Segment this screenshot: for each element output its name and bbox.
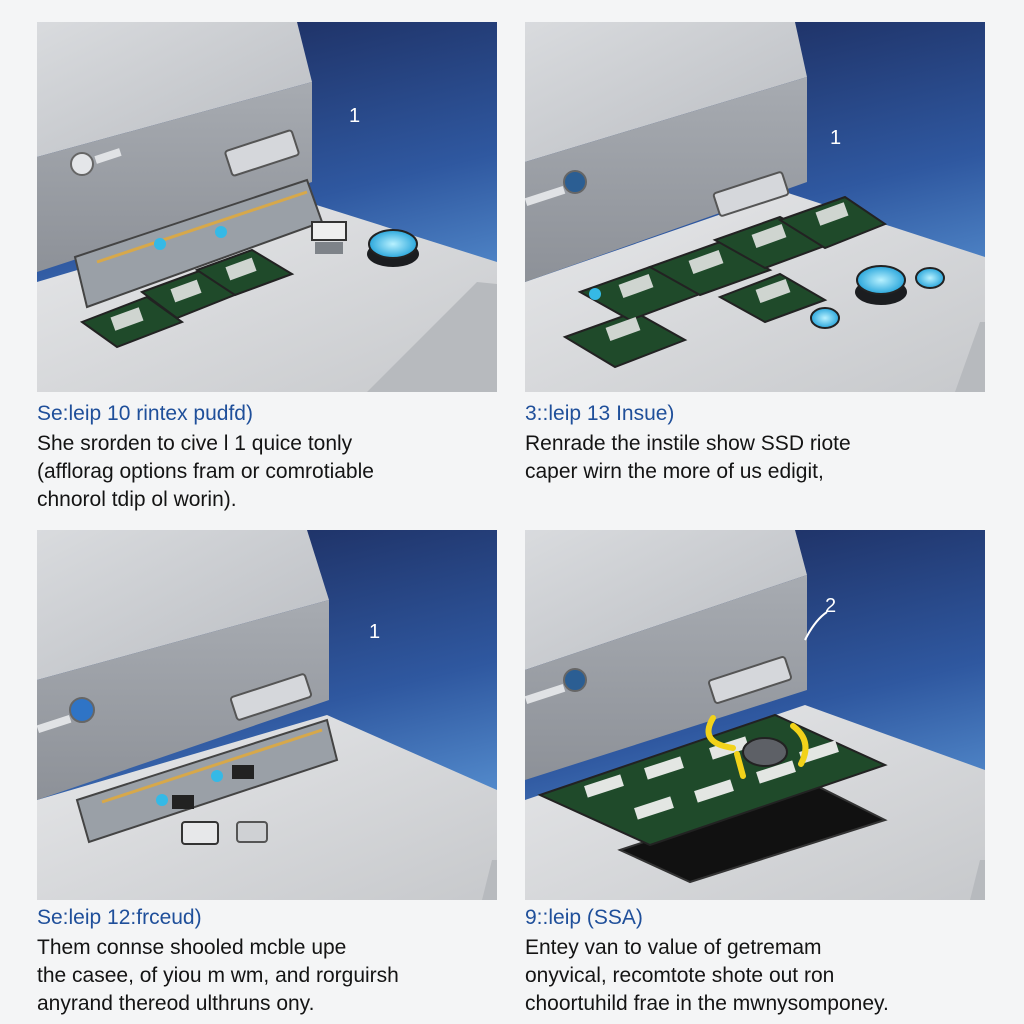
step-text-line: the casee, of yiou m wm, and rorguirsh (37, 964, 399, 987)
step-illustration-4: 2 (525, 530, 985, 900)
step-text-line: Renrade the instile show SSD riote (525, 432, 851, 455)
step-text-line: anyrand thereod ulthruns ony. (37, 992, 315, 1015)
step-title: 9::leip (SSA) (525, 906, 643, 929)
step-illustration-3: 1 (37, 530, 497, 900)
step-text-line: Them connse shooled mcble upe (37, 936, 347, 959)
step-caption-2: 3::leip 13 Insue) Renrade the instile sh… (525, 402, 995, 486)
step-illustration-1: 1 (37, 22, 497, 392)
step-text-line: Entey van to value of getremam (525, 936, 822, 959)
step-text-line: She srorden to cive l 1 quice tonly (37, 432, 353, 455)
step-number: 2 (825, 595, 836, 617)
power-button-icon (37, 697, 95, 734)
step-caption-4: 9::leip (SSA) Entey van to value of getr… (525, 906, 995, 1018)
step-title: Se:leip 12:frceud) (37, 906, 202, 929)
step-text-line: caper wirn the more of us edigit, (525, 460, 824, 483)
step-number: 1 (369, 621, 380, 643)
power-button-icon (70, 148, 122, 176)
step-title: Se:leip 10 rintex pudfd) (37, 402, 253, 425)
power-button-icon (525, 668, 587, 704)
step-text-line: chnorol tdip ol worin). (37, 488, 237, 511)
cable-connector-icon (367, 229, 419, 267)
step-text-line: (afflorag options fram or comrotiable (37, 460, 374, 483)
cable-connector-icon (742, 737, 788, 767)
cable-connector-icon (810, 265, 945, 329)
step-illustration-2: 1 (525, 22, 985, 392)
step-title: 3::leip 13 Insue) (525, 402, 675, 425)
power-button-icon (525, 170, 587, 206)
step-caption-1: Se:leip 10 rintex pudfd) She srorden to … (37, 402, 507, 514)
step-text-line: choortuhild frae in the mwnysomponey. (525, 992, 889, 1015)
step-number: 1 (349, 105, 360, 127)
step-caption-3: Se:leip 12:frceud) Them connse shooled m… (37, 906, 507, 1018)
step-number: 1 (830, 127, 841, 149)
step-text-line: onyvical, recomtote shote out ron (525, 964, 835, 987)
